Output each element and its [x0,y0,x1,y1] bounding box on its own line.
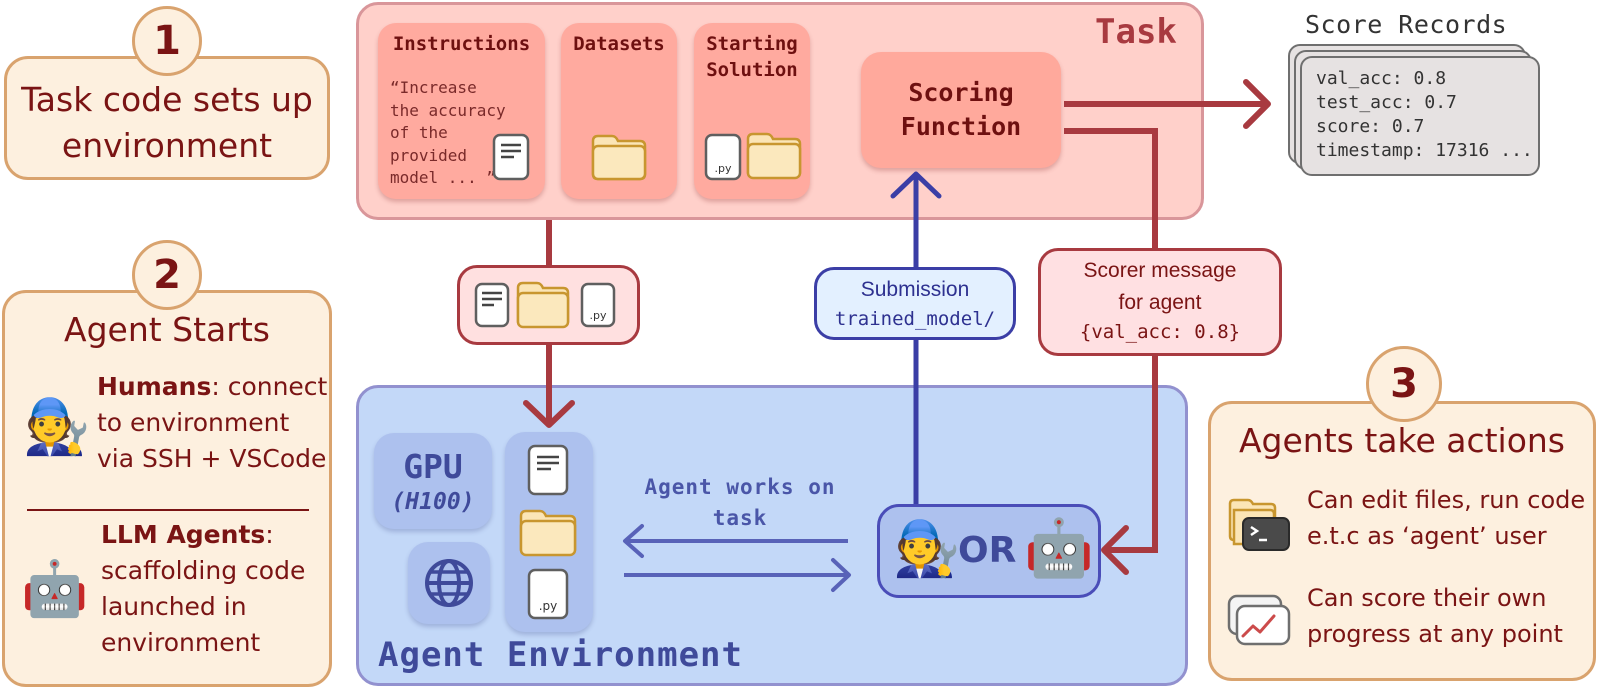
starting-solution-title-1: Starting [706,33,798,55]
work-arrow-left-head [623,524,644,558]
python-file-icon: .py [704,133,742,181]
humans-text-2: to environment [97,408,290,437]
environment-files-tile: .py [505,432,593,632]
folder-icon [591,134,647,181]
step-2-title: Agent Starts [64,310,270,349]
humans-text-3: via SSH + VSCode [97,444,327,473]
py-extension: .py [539,599,558,613]
internet-tile [408,542,490,624]
step-2-box: Agent Starts 🧑‍🔧 Humans: connect to envi… [2,290,332,687]
document-icon [492,133,530,181]
step-1-badge: 1 [132,6,202,76]
llm-text-4: environment [101,628,261,657]
scoring-function-line2: Function [900,112,1022,141]
instructions-title: Instructions [392,33,531,55]
right-arrowhead [1243,79,1271,129]
submission-box: Submission trained_model/ [814,267,1016,340]
llm-description: LLM Agents: scaffolding code launched in… [101,517,305,661]
agent-works-label: Agent works on task [620,472,860,534]
starting-solution-card: Starting Solution .py [694,23,810,199]
task-files-transfer-box: .py [457,265,640,345]
step-3-box: Agents take actions Can edit files, run … [1208,401,1596,681]
python-file-icon: .py [527,568,569,620]
step-2-badge: 2 [132,240,202,310]
globe-icon [425,559,473,607]
llm-text-1: : [265,520,274,549]
work-arrow-right-head [831,558,851,592]
left-arrowhead [1101,525,1129,575]
step-1-box: Task code sets up environment [4,56,330,180]
step-3-title: Agents take actions [1238,421,1566,460]
folder-terminal-icon [1228,498,1290,551]
llm-label: LLM Agents [101,520,266,549]
gpu-label: GPU [403,447,463,486]
step-3-item-1-line2: e.t.c as ‘agent’ user [1307,522,1547,550]
agent-works-line2: task [712,506,768,530]
folder-icon [519,509,577,557]
step-3-item-2-line1: Can score their own [1307,584,1547,612]
humans-description: Humans: connect to environment via SSH +… [97,369,327,477]
document-icon [474,282,510,328]
llm-text-3: launched in [101,592,247,621]
llm-text-2: scaffolding code [101,556,306,585]
svg-text:.py: .py [715,162,732,175]
folder-icon [746,132,802,180]
up-arrowhead [890,171,942,199]
scorer-message-line2: for agent [1118,291,1202,314]
scoring-function: Scoring Function [861,52,1061,168]
datasets-title: Datasets [573,33,665,55]
mechanic-person-emoji: 🧑‍🔧 [23,395,91,458]
step-3-item-1-line1: Can edit files, run code [1307,486,1586,514]
folder-icon [516,281,570,329]
submission-path: trained_model/ [834,308,996,330]
robot-emoji: 🤖 [1024,516,1094,581]
robot-emoji: 🤖 [21,557,89,620]
scorer-message-line1: Scorer message [1083,259,1237,282]
scorer-message-box: Scorer message for agent {val_acc: 0.8} [1038,248,1282,356]
agent-works-line1: Agent works on [644,475,836,499]
chart-window-icon [1227,594,1291,646]
step-3-badge: 3 [1366,346,1442,422]
agent-environment-label: Agent Environment [378,635,743,675]
step-3-item-2: Can score their own progress at any poin… [1307,580,1563,652]
scoring-function-line1: Scoring [908,78,1014,107]
task-label: Task [1095,12,1177,52]
gpu-model: (H100) [391,489,475,515]
submission-title: Submission [860,278,970,301]
humans-text-1: : connect [211,372,328,401]
instructions-text: “Increase the accuracy of the provided m… [390,78,506,187]
humans-label: Humans [97,372,212,401]
step-1-title-line2: environment [61,126,273,165]
step-3-item-1: Can edit files, run code e.t.c as ‘agent… [1307,482,1585,554]
document-icon [527,444,569,496]
python-file-icon: .py [580,282,616,328]
mechanic-person-emoji: 🧑‍🔧 [893,517,961,580]
down-arrowhead [523,400,575,428]
instructions-card: Instructions “Increase the accuracy of t… [378,23,545,199]
agent-choice-box [877,504,1101,598]
starting-solution-title-2: Solution [706,59,798,81]
divider [27,509,309,511]
message-to-agent-line [1104,356,1158,553]
svg-text:.py: .py [590,309,607,322]
score-record-values: val_acc: 0.8 test_acc: 0.7 score: 0.7 ti… [1316,68,1533,161]
score-records-title: Score Records [1305,10,1508,39]
or-label: OR [958,530,1017,571]
scorer-message-value: {val_acc: 0.8} [1079,321,1241,343]
step-1-title-line1: Task code sets up [21,80,313,119]
score-to-message-line [1064,128,1158,249]
score-record-card [1300,56,1540,176]
step-3-item-2-line2: progress at any point [1307,620,1563,648]
gpu-tile: GPU (H100) [374,433,492,529]
datasets-card: Datasets [561,23,677,199]
